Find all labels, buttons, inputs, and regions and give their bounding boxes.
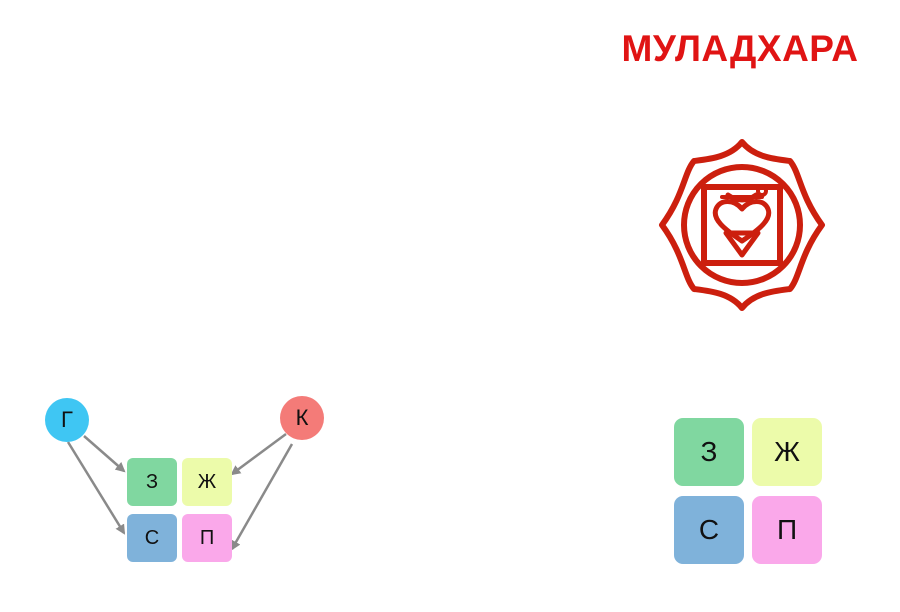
tile-small-p: П bbox=[182, 514, 232, 562]
page-title: МУЛАДХАРА bbox=[621, 28, 859, 69]
arrow-k-to-p bbox=[230, 443, 294, 551]
tile-small-zh: Ж bbox=[182, 458, 232, 506]
chakra-square bbox=[701, 184, 783, 266]
node-g: Г bbox=[45, 398, 89, 442]
chakra-triangle bbox=[723, 230, 761, 258]
tile-large-s: С bbox=[674, 496, 744, 564]
arrow-k-to-zh bbox=[230, 432, 287, 476]
tile-large-z: З bbox=[674, 418, 744, 486]
tile-large-p: П bbox=[752, 496, 822, 564]
tile-small-z: З bbox=[127, 458, 177, 506]
lotus-petals bbox=[659, 139, 825, 311]
tile-large-zh: Ж bbox=[752, 418, 822, 486]
arrow-g-to-z bbox=[83, 435, 126, 473]
tile-small-s: С bbox=[127, 514, 177, 562]
chakra-circle bbox=[681, 164, 803, 286]
node-k: К bbox=[280, 396, 324, 440]
arrow-g-to-s bbox=[66, 441, 126, 535]
muladhara-chakra-icon bbox=[659, 139, 825, 311]
chakra-seed bbox=[712, 199, 772, 244]
chakra-dot bbox=[756, 185, 768, 197]
